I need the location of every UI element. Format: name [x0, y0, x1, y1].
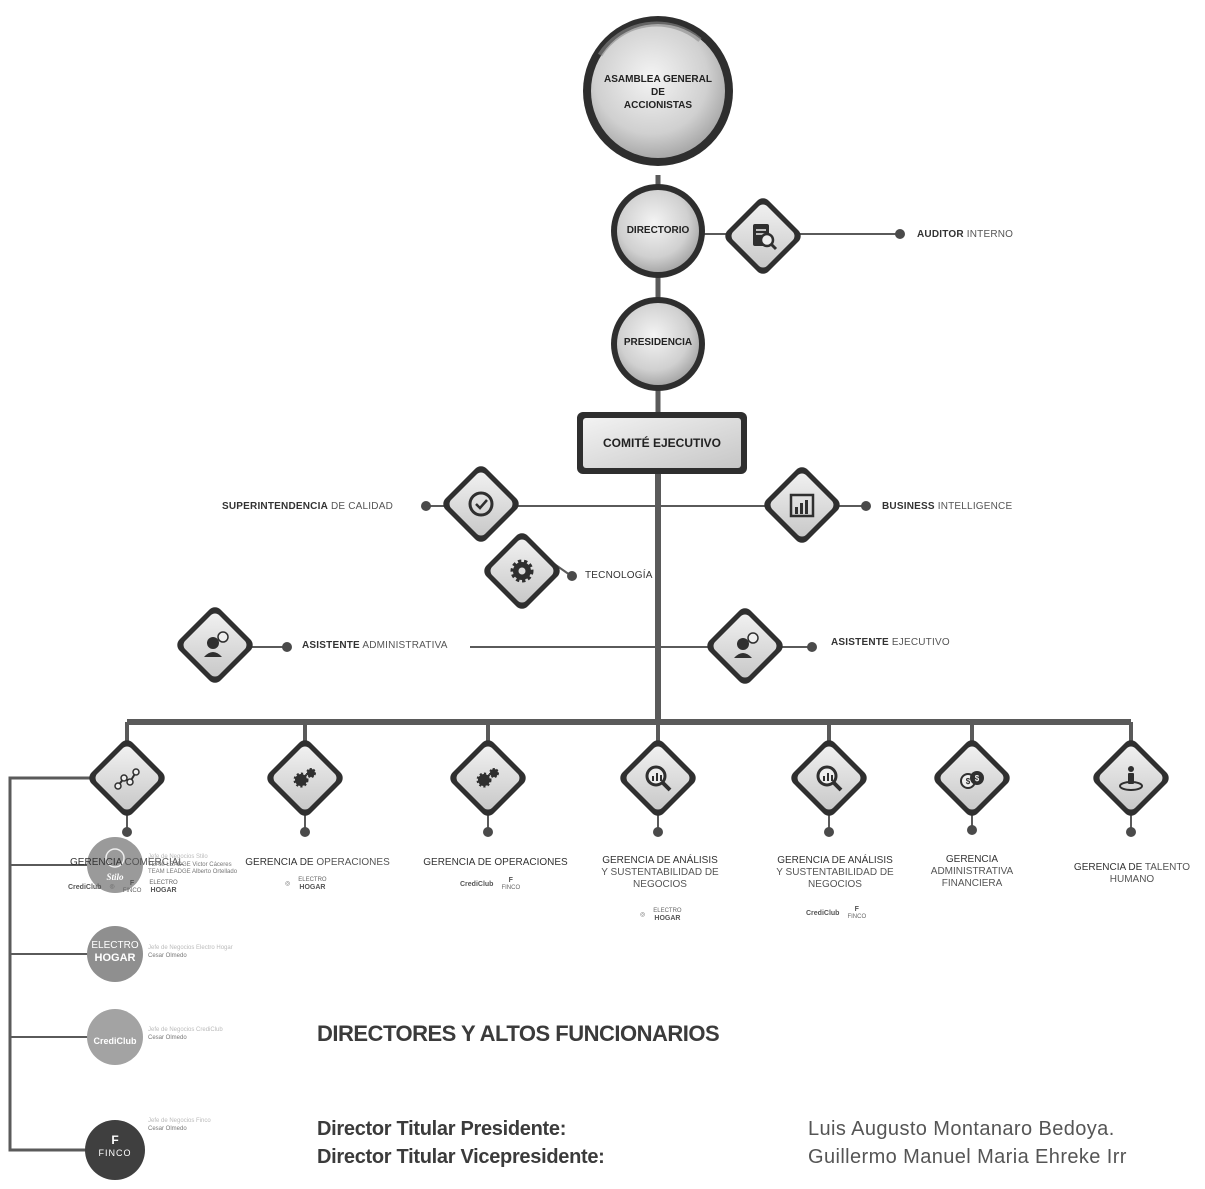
node-comite [577, 412, 747, 474]
assistant-clock-icon [173, 603, 257, 687]
director-role-1: Director Titular Presidente: [317, 1118, 567, 1140]
svg-text:$: $ [975, 774, 980, 783]
analysis-search-icon [616, 736, 700, 820]
circle-stilo-text: Stilo [106, 872, 124, 882]
money-coins-icon: $ $ [930, 736, 1014, 820]
gears-icon [446, 736, 530, 820]
node-presidencia-label: PRESIDENCIA [623, 337, 693, 348]
stilo-logo-icon: ◎ [285, 881, 291, 887]
brand-circle-finco [85, 1120, 145, 1180]
director-role-2: Director Titular Vicepresidente: [317, 1146, 605, 1168]
node-directorio-label: DIRECTORIO [626, 225, 690, 236]
asistente-admin-label: ASISTENTE ADMINISTRATIVA [302, 640, 448, 651]
calidad-label: SUPERINTENDENCIA DE CALIDAD [222, 501, 393, 512]
director-name-1: Luis Augusto Montanaro Bedoya. [808, 1118, 1115, 1140]
gerencia-operaciones-1-label: GERENCIA DE OPERACIONES [245, 857, 390, 868]
directores-title: DIRECTORES Y ALTOS FUNCIONARIOS [317, 1021, 720, 1046]
document-search-icon [721, 194, 805, 278]
node-directorio [611, 184, 705, 278]
gears-icon [263, 736, 347, 820]
network-nodes-icon [85, 736, 169, 820]
tecnologia-label: TECNOLOGÍA [585, 570, 653, 581]
director-name-2: Guillermo Manuel Maria Ehreke Irr [808, 1146, 1127, 1168]
circle-crediclub-text: CrediClub [93, 1036, 137, 1046]
person-location-icon [1089, 736, 1173, 820]
auditor-label: AUDITOR INTERNO [917, 229, 1014, 240]
gerencia-comercial-label: GERENCIA COMERCIAL [70, 857, 184, 868]
bi-label: BUSINESS INTELLIGENCE [882, 501, 1013, 512]
node-comite-label: COMITÉ EJECUTIVO [602, 436, 721, 450]
node-asamblea-label: ASAMBLEA GENERAL DE ACCIONISTAS [604, 74, 712, 111]
circle-finco-text: F FINCO [98, 1133, 132, 1159]
analysis-search-icon [787, 736, 871, 820]
stilo-logo-icon: ◎ [640, 912, 646, 918]
connector-dots [122, 229, 1136, 837]
gear-icon [480, 529, 564, 613]
svg-text:$: $ [966, 777, 971, 786]
check-badge-icon [439, 462, 523, 546]
asistente-ejec-label: ASISTENTE EJECUTIVO [831, 637, 950, 648]
circle-electrohogar-text: ELECTRO HOGAR [91, 940, 139, 964]
brand-circle-electrohogar [87, 926, 143, 982]
node-asamblea [583, 16, 733, 166]
gerencia-operaciones-2-label: GERENCIA DE OPERACIONES [423, 857, 568, 868]
bar-chart-icon [760, 463, 844, 547]
brand-circle-stilo [87, 837, 143, 893]
brand-circle-crediclub [87, 1009, 143, 1065]
node-presidencia [611, 297, 705, 391]
assistant-clock-icon [703, 604, 787, 688]
connector-lines [8, 175, 1133, 1152]
stilo-logo-icon: ◎ [109, 884, 115, 890]
